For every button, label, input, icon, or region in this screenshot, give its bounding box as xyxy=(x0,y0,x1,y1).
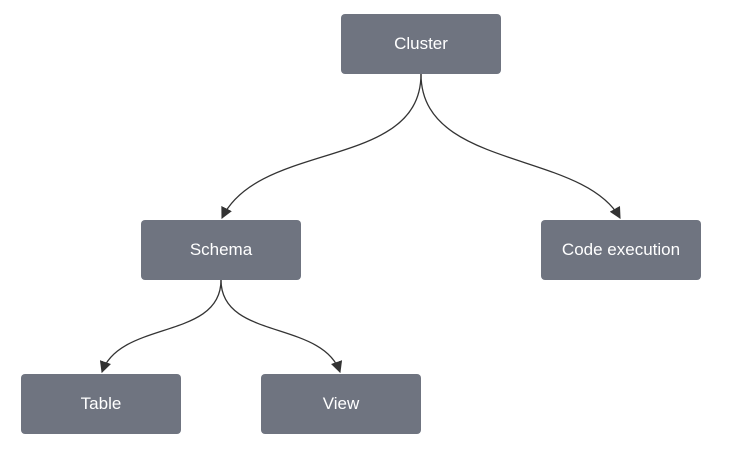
edge-schema-table xyxy=(99,279,222,374)
edge-cluster-code-execution xyxy=(420,73,621,220)
node-schema-label: Schema xyxy=(189,240,253,259)
node-view-label: View xyxy=(322,394,360,413)
edge-schema-view xyxy=(220,279,343,374)
node-code-execution[interactable]: Code execution xyxy=(541,220,701,280)
node-code-execution-label: Code execution xyxy=(561,240,681,259)
node-cluster-label: Cluster xyxy=(394,34,448,53)
node-view[interactable]: View xyxy=(261,374,421,434)
edge-cluster-schema xyxy=(221,73,422,220)
node-table[interactable]: Table xyxy=(21,374,181,434)
node-cluster[interactable]: Cluster xyxy=(341,14,501,74)
node-table-label: Table xyxy=(80,394,122,413)
node-schema[interactable]: Schema xyxy=(141,220,301,280)
